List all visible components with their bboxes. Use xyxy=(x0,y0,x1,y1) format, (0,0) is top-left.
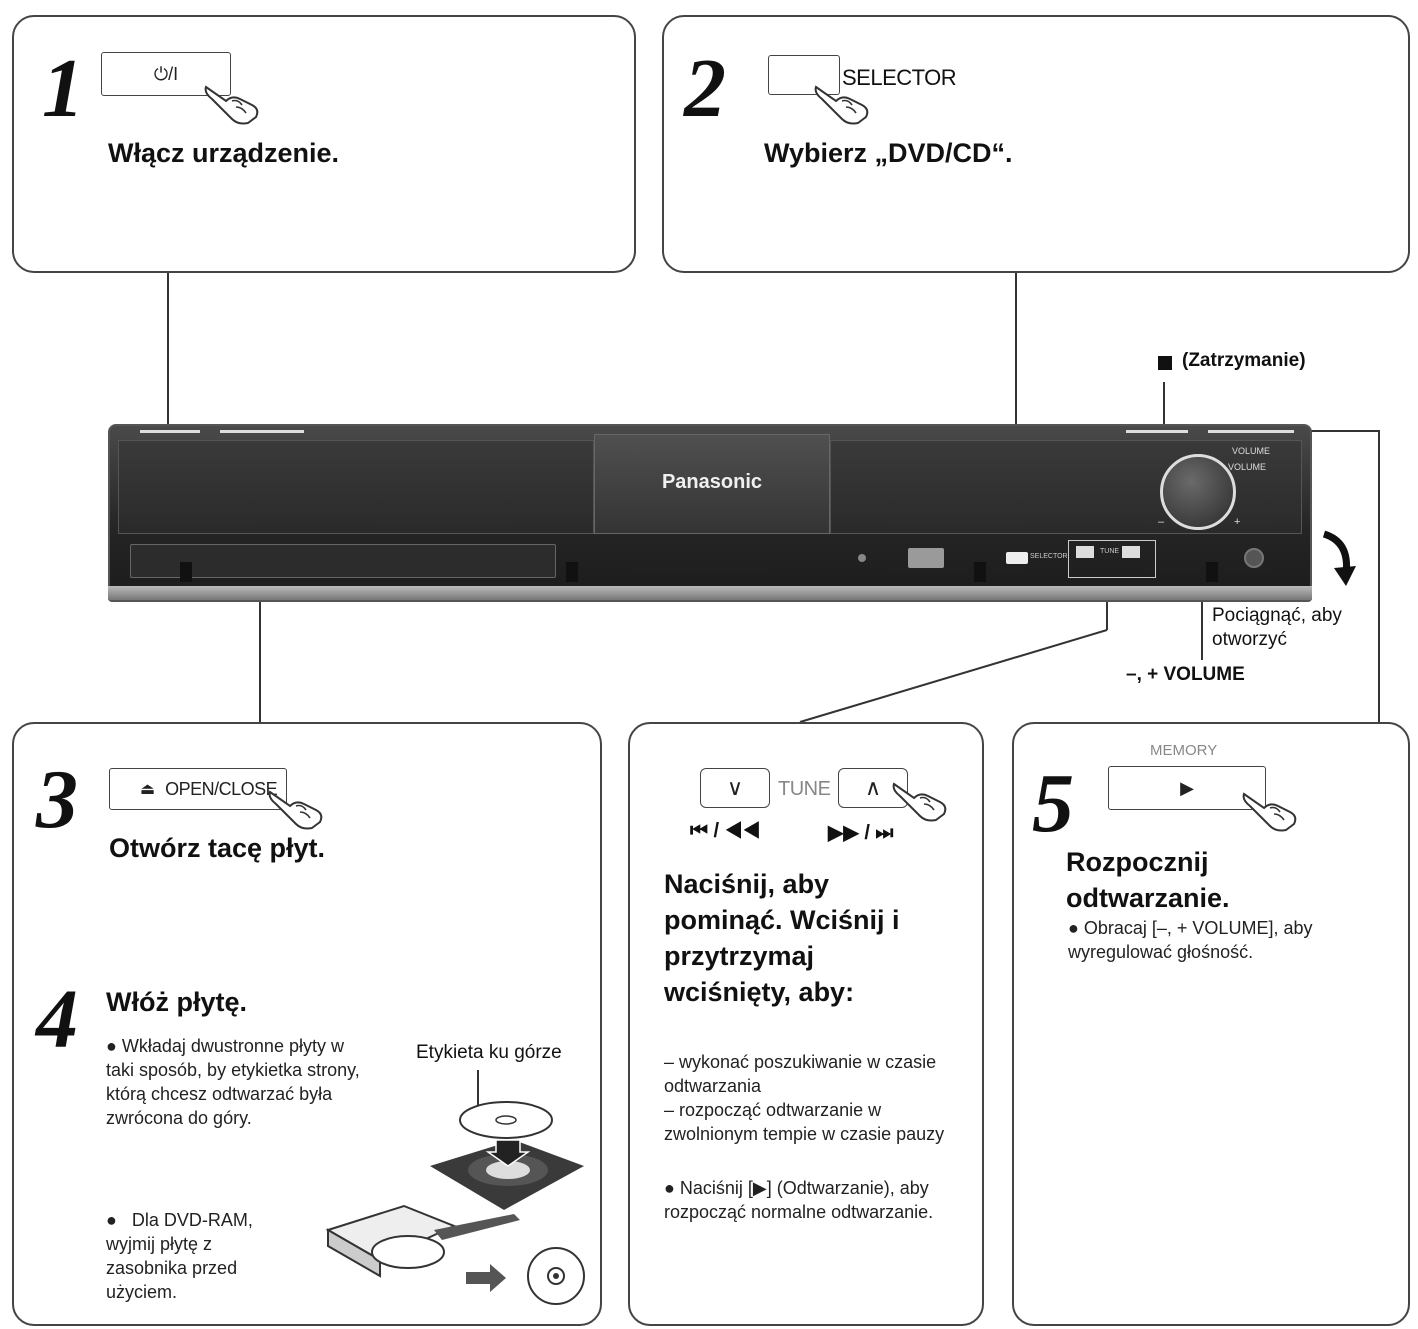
tune-label: TUNE xyxy=(778,778,831,800)
eject-icon: ⏏ xyxy=(140,781,156,798)
skip-dash-1: – wykonać poszukiwanie w czasie odtwarza… xyxy=(664,1052,937,1096)
selector-label: SELECTOR xyxy=(842,65,957,90)
bullet-icon: ● xyxy=(106,1210,132,1230)
volume-minus-mark: – xyxy=(1158,516,1165,528)
sensor-dot xyxy=(858,554,866,562)
tune-up-button-device[interactable] xyxy=(1122,546,1140,558)
pointing-hand-icon xyxy=(814,85,869,125)
selector-button-device[interactable] xyxy=(1006,552,1028,564)
chevron-up-icon: ∧ xyxy=(864,775,882,800)
step4-heading: Włóż płytę. xyxy=(106,987,247,1017)
step3-heading: Otwórz tacę płyt. xyxy=(109,833,326,863)
label-up-text: Etykieta ku górze xyxy=(416,1042,562,1063)
device-panel-center: Panasonic xyxy=(594,434,830,534)
open-close-button-device[interactable] xyxy=(908,548,944,568)
skip-bullet: ● Naciśnij [▶] (Odtwarzanie), aby rozpoc… xyxy=(664,1178,934,1222)
skip-heading: Naciśnij, aby pominąć. Wciśnij i przytrz… xyxy=(664,869,900,1007)
selector-button[interactable] xyxy=(768,55,840,95)
step5-number: 5 xyxy=(1032,757,1074,850)
step3-number: 3 xyxy=(36,753,78,846)
chevron-down-icon: ∨ xyxy=(726,775,744,800)
play-icon: ▶ xyxy=(1180,777,1194,798)
step4-bullet-1: ● Wkładaj dwustronne płyty w taki sposób… xyxy=(106,1036,360,1128)
open-close-button[interactable]: ⏏ OPEN/CLOSE xyxy=(109,768,287,810)
skip-back-symbols: ⏮ / ◀◀ xyxy=(690,820,761,842)
device-bottom-rail xyxy=(108,586,1312,600)
pull-open-label: Pociągnąć, aby otworzyć xyxy=(1212,605,1342,650)
volume-plus-mark: + xyxy=(1234,516,1241,528)
step1-number: 1 xyxy=(42,42,84,135)
dvd-ram-cartridge-illustration xyxy=(325,1204,585,1305)
device-top-strip xyxy=(220,430,304,433)
bullet-icon: ● xyxy=(106,1036,122,1056)
bullet-icon: ● xyxy=(664,1178,680,1198)
device-panel-left xyxy=(118,440,594,534)
pointing-hand-icon xyxy=(1242,792,1297,832)
step2-heading: Wybierz „DVD/CD“. xyxy=(764,138,1013,168)
headphone-jack xyxy=(1244,548,1264,568)
bullet-icon: ● xyxy=(1068,918,1084,938)
device-foot xyxy=(180,562,192,582)
step5-panel: 5 MEMORY ▶ Rozpocznij odtwarzanie. ● Obr… xyxy=(1012,722,1410,1326)
skip-panel: ∨ TUNE ∧ ⏮ / ◀◀ ▶▶ / ⏭ Naciśnij, aby pom… xyxy=(628,722,984,1326)
device-top-strip xyxy=(1126,430,1188,433)
disc-tray-slot xyxy=(130,544,556,578)
stop-square-icon xyxy=(1158,356,1172,370)
device-foot xyxy=(566,562,578,582)
dash-marker: – xyxy=(664,1100,680,1120)
pointing-hand-icon xyxy=(268,790,323,830)
device-body: Panasonic VOLUME VOLUME – + SELECTOR TUN… xyxy=(108,424,1312,602)
memory-label: MEMORY xyxy=(1150,742,1218,759)
tune-small-label: TUNE xyxy=(1100,548,1120,555)
step2-number: 2 xyxy=(684,42,726,135)
step4-number: 4 xyxy=(36,973,78,1066)
connector-stop xyxy=(1163,382,1165,434)
tune-button-group xyxy=(1068,540,1156,578)
connector-skip-v xyxy=(1106,578,1108,630)
tune-down-button-device[interactable] xyxy=(1076,546,1094,558)
step5-bullet: ● Obracaj [–, + VOLUME], aby wyregulować… xyxy=(1068,918,1313,962)
step2-panel: 2 SELECTOR Wybierz „DVD/CD“. xyxy=(662,15,1410,273)
brand-logo: Panasonic xyxy=(661,471,763,493)
device-foot xyxy=(974,562,986,582)
skip-dash-2: – rozpocząć odtwarzanie w zwolnionym tem… xyxy=(664,1100,945,1144)
dash-marker: – xyxy=(664,1052,680,1072)
device-top-strip xyxy=(1208,430,1294,433)
step4-bullet-2: ● Dla DVD-RAM, wyjmij płytę z zasobnika … xyxy=(106,1210,253,1302)
volume-label-top: VOLUME xyxy=(1232,446,1271,456)
pull-open-arrow-icon xyxy=(1322,530,1356,586)
pointing-hand-icon xyxy=(204,85,259,125)
pointing-hand-icon xyxy=(892,782,947,822)
device-top-strip xyxy=(140,430,200,433)
volume-dial[interactable] xyxy=(1160,454,1236,530)
play-button[interactable]: ▶ xyxy=(1108,766,1266,810)
volume-label-sub: VOLUME xyxy=(1228,462,1267,472)
skip-forward-symbols: ▶▶ / ⏭ xyxy=(828,822,894,844)
tune-down-button[interactable]: ∨ xyxy=(700,768,770,808)
disc-label-up-illustration xyxy=(430,1070,584,1210)
step1-panel: 1 ⏻/I Włącz urządzenie. xyxy=(12,15,636,273)
connector-skip-diag xyxy=(799,629,1108,723)
stop-label: (Zatrzymanie) xyxy=(1182,350,1306,371)
connector-step2 xyxy=(1015,272,1017,557)
step1-heading: Włącz urządzenie. xyxy=(108,138,340,168)
connector-step5-v xyxy=(1378,430,1380,722)
connector-step1 xyxy=(167,272,169,432)
open-close-label: OPEN/CLOSE xyxy=(165,778,278,799)
volume-callout-label: –, + VOLUME xyxy=(1126,664,1245,685)
step5-heading: Rozpocznij odtwarzanie. xyxy=(1066,847,1230,913)
device-foot xyxy=(1206,562,1218,582)
selector-small-label: SELECTOR xyxy=(1030,553,1068,560)
step3-4-panel: 3 ⏏ OPEN/CLOSE Otwórz tacę płyt. 4 Włóż … xyxy=(12,722,602,1326)
